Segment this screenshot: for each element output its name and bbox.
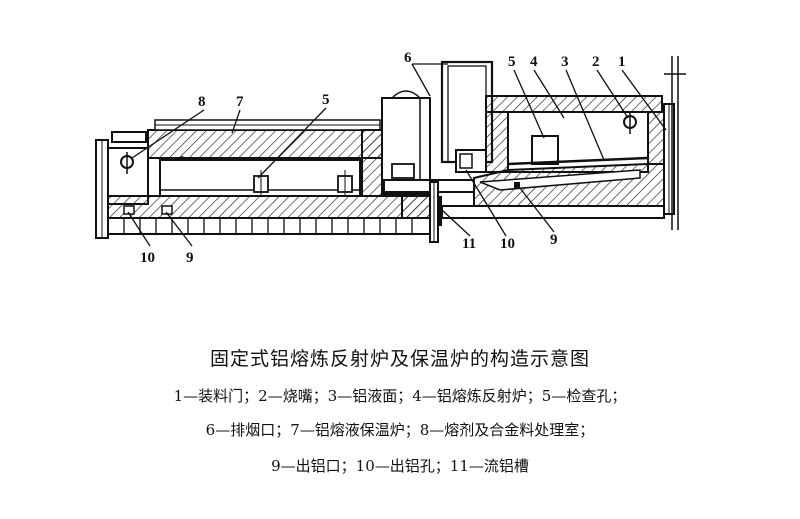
label-2: 2: [592, 54, 600, 70]
label-8: 8: [198, 94, 206, 110]
holding-furnace: [95, 119, 431, 239]
inspection-hole-icon: [531, 135, 559, 165]
label-4: 4: [530, 54, 538, 70]
label-9-left: 9: [186, 250, 194, 266]
label-6: 6: [404, 50, 412, 66]
label-10-left: 10: [140, 250, 155, 266]
leader-lines: [127, 63, 667, 247]
legend-line-2: 6—排烟口；7—铝熔液保温炉；8—熔剂及合金料处理室；: [205, 421, 595, 439]
tap-hole-icon: [514, 182, 520, 188]
label-9-right: 9: [550, 232, 558, 248]
flue-section: [381, 60, 494, 243]
label-1: 1: [618, 54, 626, 70]
figure-title: 固定式铝熔炼反射炉及保温炉的构造示意图: [209, 348, 590, 370]
label-7: 7: [236, 94, 244, 110]
melting-furnace: [441, 56, 686, 230]
legend-line-3: 9—出铝口；10—出铝孔；11—流铝槽: [271, 457, 529, 475]
label-10-right: 10: [500, 236, 515, 252]
label-5-left: 5: [322, 92, 330, 108]
label-11: 11: [462, 236, 476, 252]
label-5-right: 5: [508, 54, 516, 70]
legend-line-1: 1—装料门；2—烧嘴；3—铝液面；4—铝熔炼反射炉；5—检查孔；: [173, 387, 627, 405]
label-3: 3: [561, 54, 569, 70]
furnace-diagram: 8 7 5 6 5 4 3 2 1 10 9 11 10 9: [95, 50, 686, 266]
